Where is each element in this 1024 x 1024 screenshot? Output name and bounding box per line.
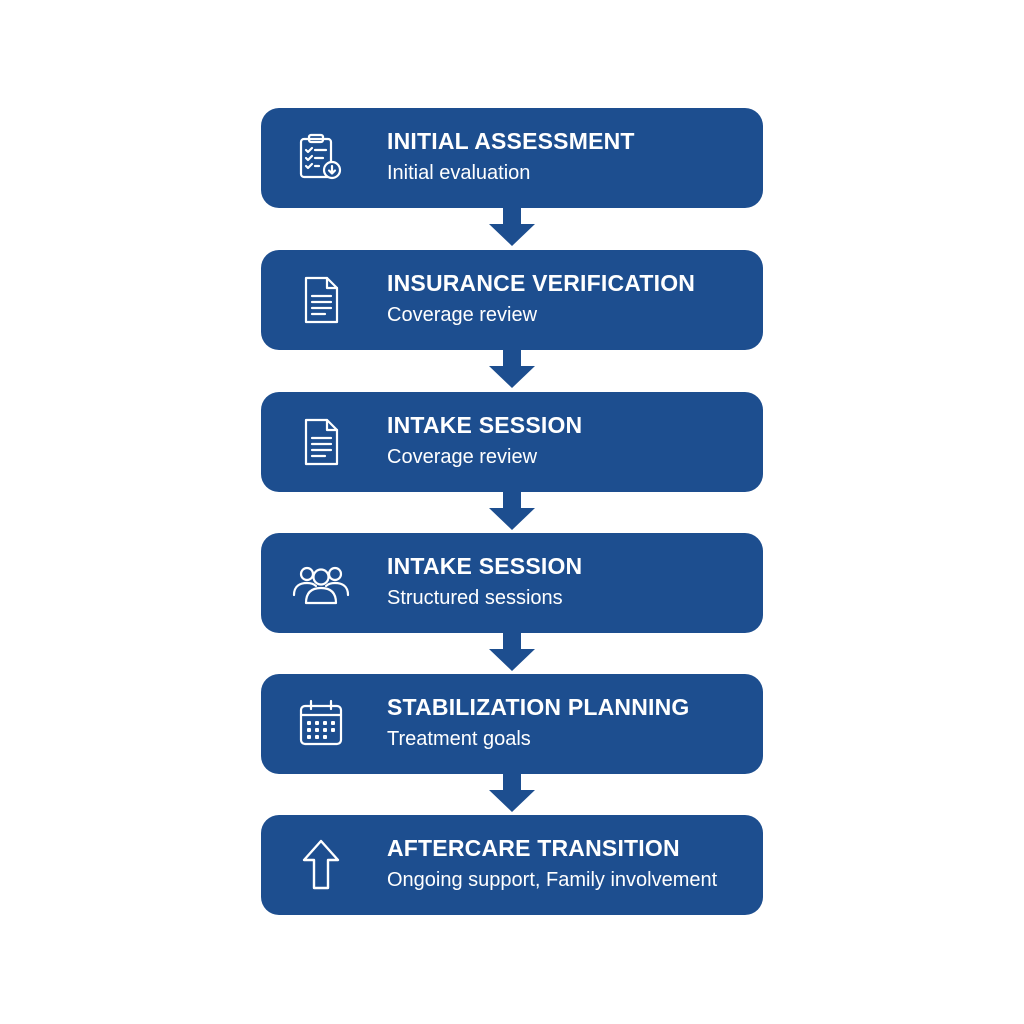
- step-title: INSURANCE VERIFICATION: [387, 270, 696, 296]
- document-icon: [291, 272, 351, 328]
- step-subtitle: Coverage review: [387, 446, 538, 468]
- step-title: STABILIZATION PLANNING: [387, 694, 690, 720]
- calendar-icon: [291, 696, 351, 752]
- step-initial-assessment: INITIAL ASSESSMENT Initial evaluation: [261, 108, 763, 208]
- step-title: INITIAL ASSESSMENT: [387, 128, 635, 154]
- arrow-down-connector: [489, 206, 535, 246]
- step-subtitle: Structured sessions: [387, 587, 563, 609]
- arrow-down-connector: [489, 772, 535, 812]
- arrow-down-connector: [489, 348, 535, 388]
- arrow-down-connector: [489, 631, 535, 671]
- step-subtitle: Coverage review: [387, 304, 538, 326]
- step-insurance-verification: INSURANCE VERIFICATION Coverage review: [261, 250, 763, 350]
- arrow-up-icon: [291, 837, 351, 893]
- step-intake-session-structured: INTAKE SESSION Structured sessions: [261, 533, 763, 633]
- step-subtitle: Initial evaluation: [387, 162, 531, 184]
- step-title: AFTERCARE TRANSITION: [387, 835, 680, 861]
- document-icon: [291, 414, 351, 470]
- step-intake-session: INTAKE SESSION Coverage review: [261, 392, 763, 492]
- step-title: INTAKE SESSION: [387, 412, 583, 438]
- step-stabilization-planning: STABILIZATION PLANNING Treatment goals: [261, 674, 763, 774]
- step-subtitle: Ongoing support, Family involvement: [387, 869, 718, 891]
- step-title: INTAKE SESSION: [387, 553, 583, 579]
- step-subtitle: Treatment goals: [387, 728, 531, 750]
- arrow-down-connector: [489, 490, 535, 530]
- group-icon: [291, 555, 351, 611]
- step-aftercare-transition: AFTERCARE TRANSITION Ongoing support, Fa…: [261, 815, 763, 915]
- clipboard-check-icon: [291, 130, 351, 186]
